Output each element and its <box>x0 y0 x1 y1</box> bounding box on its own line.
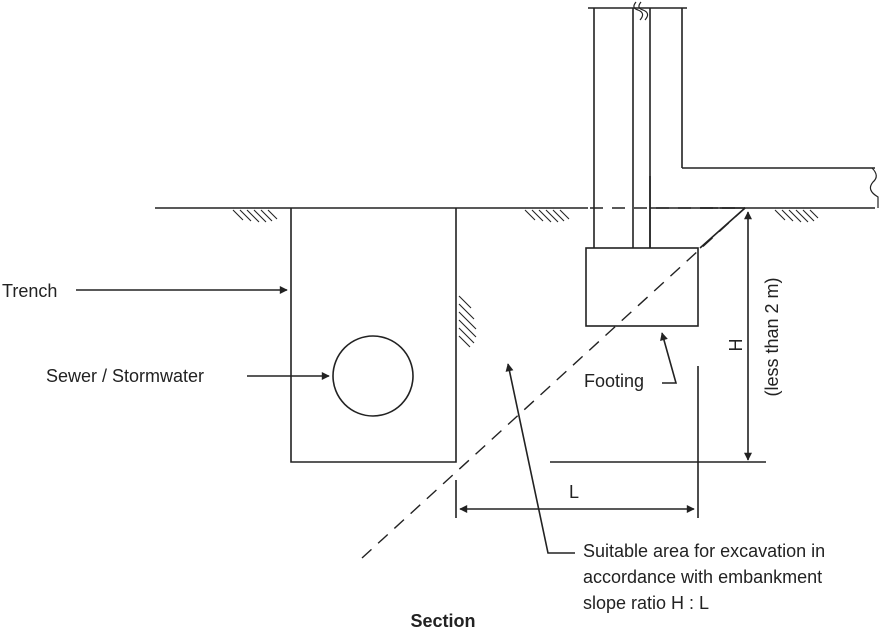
sewer-label: Sewer / Stormwater <box>46 366 204 386</box>
footing <box>585 247 699 327</box>
h-note-label: (less than 2 m) <box>762 277 782 396</box>
building-wall <box>588 7 687 248</box>
area-label-line-2: accordance with embankment <box>583 567 822 587</box>
ground-hatch-middle <box>524 209 570 223</box>
l-label: L <box>569 482 579 502</box>
trench-label: Trench <box>2 281 57 301</box>
ground-hatch-left <box>232 209 278 223</box>
footing-label: Footing <box>584 371 644 391</box>
slope-line <box>361 207 746 559</box>
area-leader <box>505 363 575 554</box>
h-label: H <box>726 339 746 352</box>
trench-wall-hatch <box>458 295 477 348</box>
trench-outline <box>290 208 457 463</box>
slab-break-mark <box>869 167 879 208</box>
section-title: Section <box>410 611 475 629</box>
sewer-pipe <box>332 335 414 417</box>
area-label-line-1: Suitable area for excavation in <box>583 541 825 561</box>
ground-hatch-right <box>774 209 819 223</box>
area-label-line-3: slope ratio H : L <box>583 593 709 613</box>
footing-leader <box>660 332 678 384</box>
wall-break-mark <box>633 1 649 21</box>
